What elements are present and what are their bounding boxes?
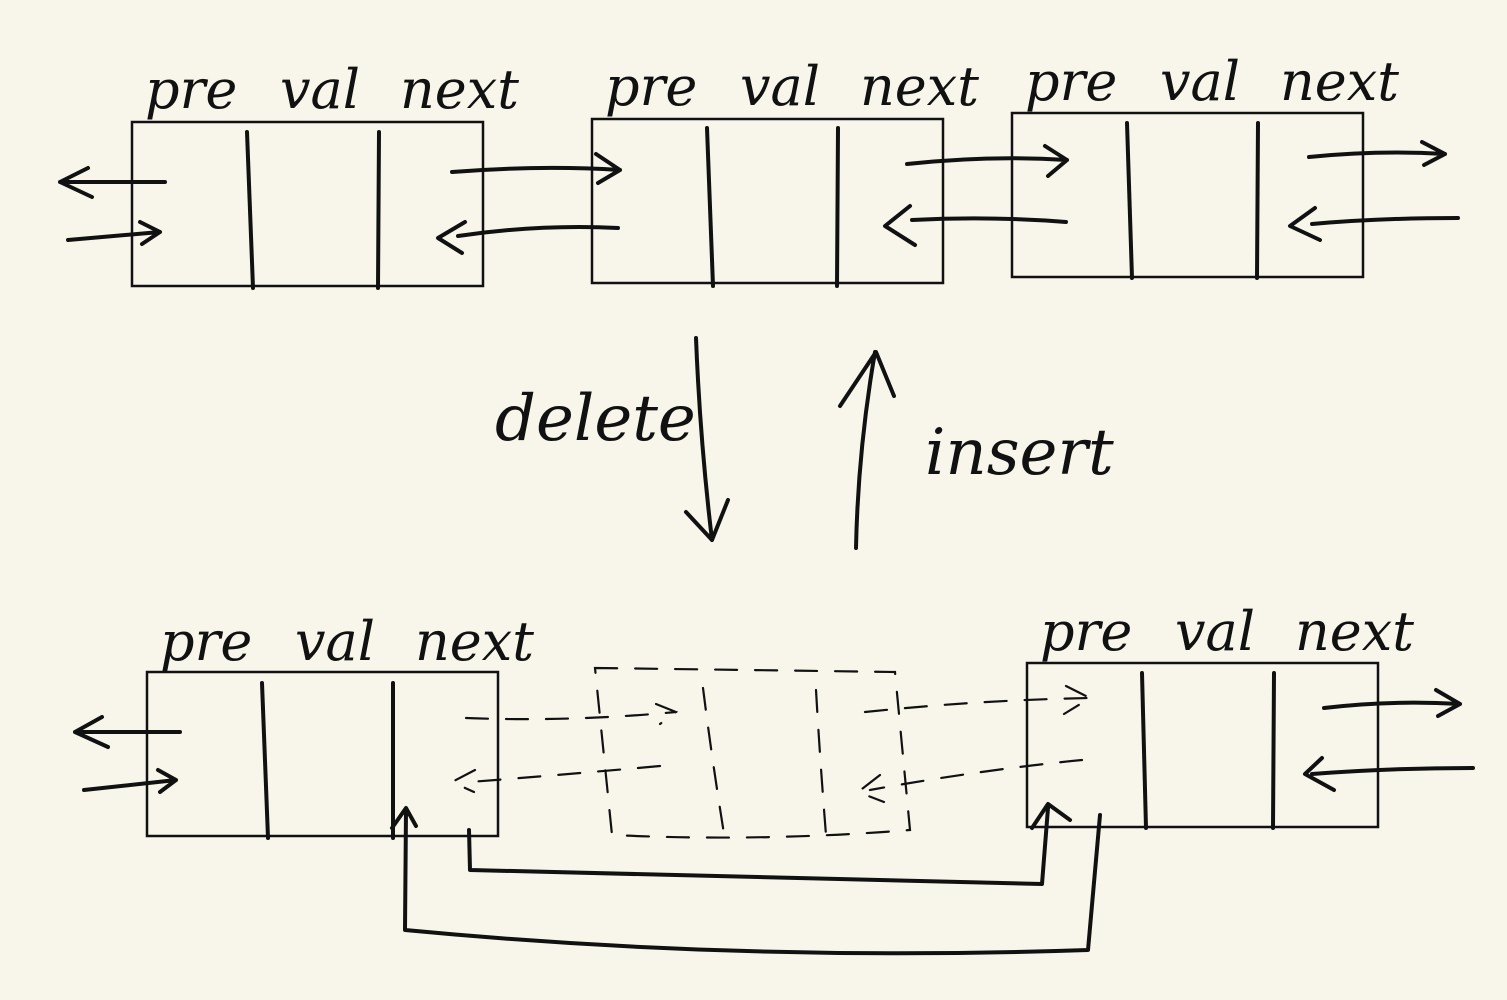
arrow-right-icon: [1307, 140, 1447, 167]
pre-bypass-arrow-icon: [390, 806, 1102, 956]
next-label: next: [415, 610, 534, 673]
arrow-left-icon: [883, 204, 1068, 247]
top-node-2: pre val next: [590, 55, 979, 288]
val-label: val: [1160, 50, 1240, 113]
field-divider: [835, 126, 840, 288]
pre-label: pre: [1040, 600, 1132, 663]
removed-node: [593, 666, 912, 842]
dashed-former-links: [449, 684, 1093, 804]
arrow-left-icon: [1288, 206, 1460, 242]
insert-operation: insert: [838, 350, 1114, 550]
removed-node-divider: [701, 686, 727, 842]
top-row-arrows: [58, 140, 1460, 255]
next-bypass-arrow-icon: [467, 802, 1072, 886]
field-divider: [1140, 671, 1148, 830]
val-label: val: [295, 610, 375, 673]
bottom-node-2: pre val next: [1025, 600, 1414, 830]
delete-label: delete: [495, 382, 696, 456]
next-label: next: [1295, 600, 1414, 663]
arrow-right-icon: [905, 144, 1069, 178]
val-label: val: [1175, 600, 1255, 663]
arrow-right-icon: [450, 152, 622, 185]
arrow-left-icon: [1303, 756, 1475, 792]
top-node-3: pre val next: [1010, 50, 1399, 280]
val-label: val: [740, 55, 820, 118]
node-box: [145, 670, 500, 838]
field-divider: [1271, 671, 1276, 830]
node-box: [1025, 661, 1380, 829]
arrow-down-icon: [684, 336, 730, 542]
arrow-up-icon: [838, 350, 896, 550]
pre-label: pre: [145, 58, 237, 121]
arrow-right-icon: [82, 768, 178, 794]
next-label: next: [1280, 50, 1399, 113]
dashed-arrow-left-icon: [449, 764, 662, 794]
pre-label: pre: [605, 55, 697, 118]
top-node-1: pre val next: [130, 58, 519, 290]
field-divider: [1125, 121, 1134, 280]
field-divider: [1255, 121, 1260, 280]
arrow-right-icon: [1322, 688, 1462, 718]
removed-node-divider: [814, 688, 828, 837]
dashed-arrow-right-icon: [464, 702, 679, 726]
delete-operation: delete: [495, 336, 730, 542]
bypass-links: [390, 802, 1102, 956]
field-divider: [245, 130, 255, 290]
field-divider: [376, 130, 381, 290]
pre-label: pre: [1025, 50, 1117, 113]
dashed-arrow-right-icon: [863, 684, 1093, 716]
node-box: [1010, 111, 1365, 279]
dashed-arrow-left-icon: [855, 758, 1084, 804]
bottom-row-arrows: [73, 688, 1475, 794]
pre-label: pre: [160, 610, 252, 673]
arrow-left-icon: [436, 220, 620, 255]
val-label: val: [280, 58, 360, 121]
removed-node-outline: [593, 666, 912, 839]
node-box: [130, 120, 485, 288]
arrow-right-icon: [66, 220, 162, 246]
next-label: next: [860, 55, 979, 118]
next-label: next: [400, 58, 519, 121]
arrow-left-icon: [73, 715, 182, 749]
field-divider: [260, 681, 270, 840]
bottom-node-1: pre val next: [145, 610, 534, 840]
arrow-left-icon: [58, 166, 167, 199]
field-divider: [705, 126, 715, 288]
insert-label: insert: [925, 416, 1114, 490]
node-box: [590, 117, 945, 285]
